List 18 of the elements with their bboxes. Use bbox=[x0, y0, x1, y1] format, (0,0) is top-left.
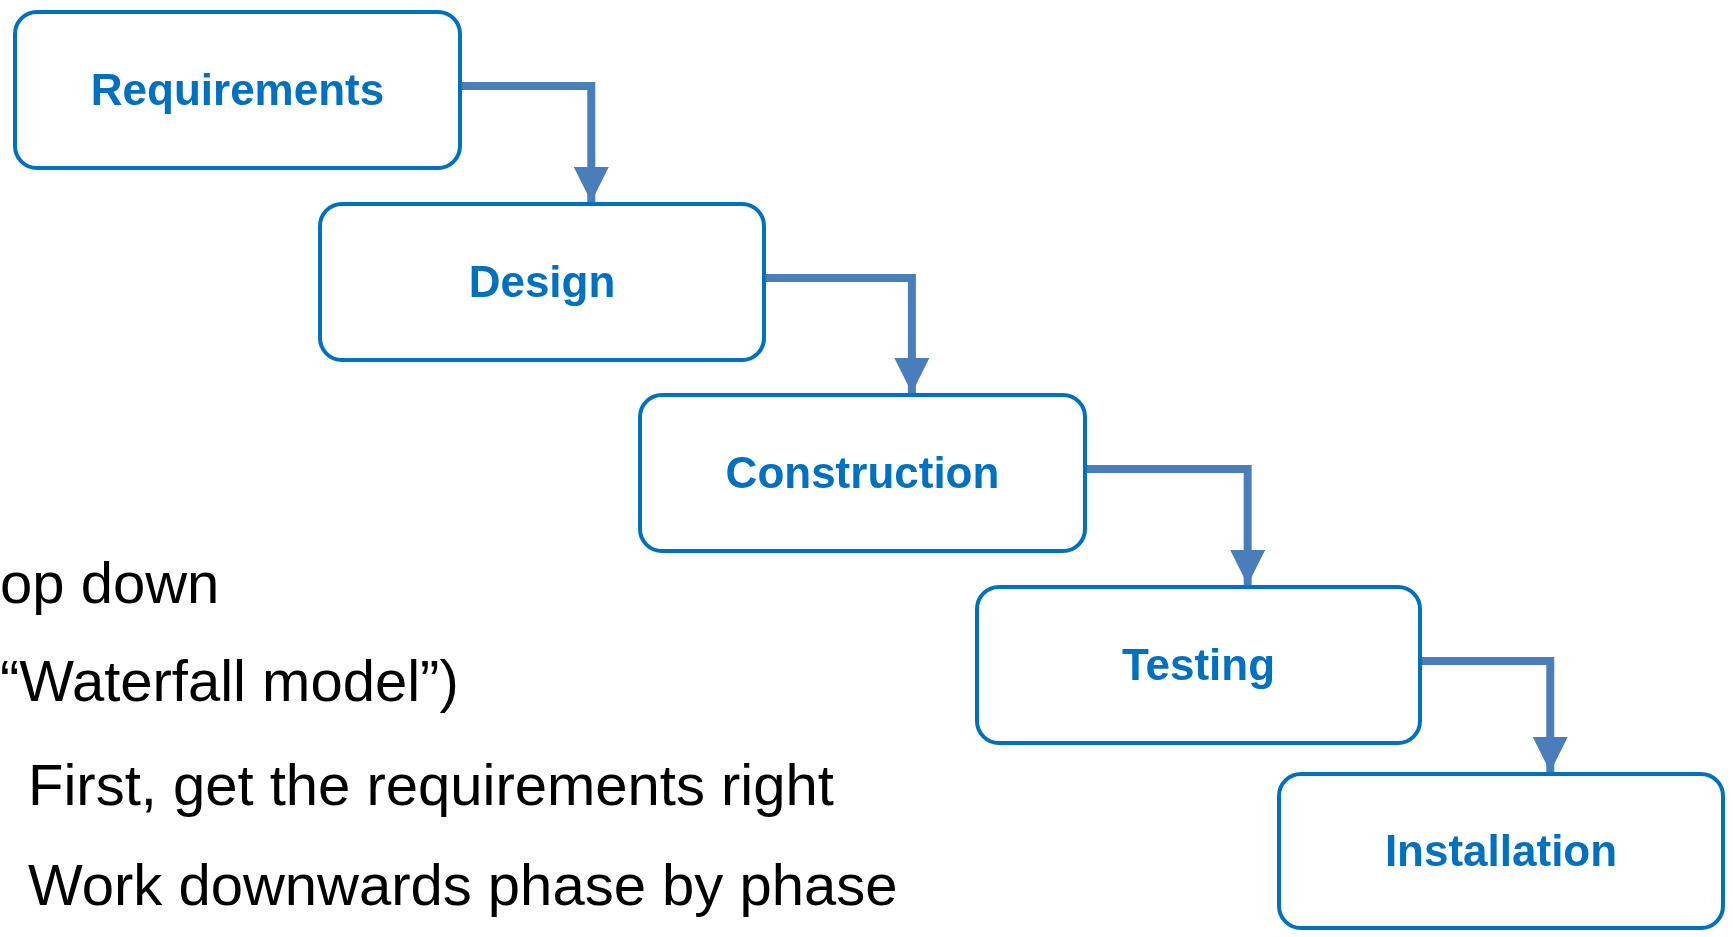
process-box bbox=[318, 202, 766, 362]
box-label: Construction bbox=[725, 448, 1000, 498]
process-box bbox=[975, 585, 1422, 745]
box-label: Testing bbox=[1121, 640, 1276, 690]
box-label: Design bbox=[468, 257, 616, 307]
bullet-text: Work downwards phase by phase bbox=[28, 852, 898, 919]
process-box bbox=[638, 393, 1087, 553]
arrow bbox=[1087, 465, 1266, 585]
bullet-text: “Waterfall model”) bbox=[0, 648, 459, 715]
arrow bbox=[462, 82, 609, 202]
arrow bbox=[1422, 657, 1568, 772]
process-box bbox=[1277, 772, 1725, 930]
box-label: Installation bbox=[1384, 826, 1618, 876]
bullet-text: First, get the requirements right bbox=[28, 752, 834, 819]
box-label: Requirements bbox=[90, 65, 385, 115]
process-box bbox=[13, 10, 462, 170]
bullet-text: op down bbox=[0, 550, 220, 617]
arrow bbox=[766, 274, 930, 393]
